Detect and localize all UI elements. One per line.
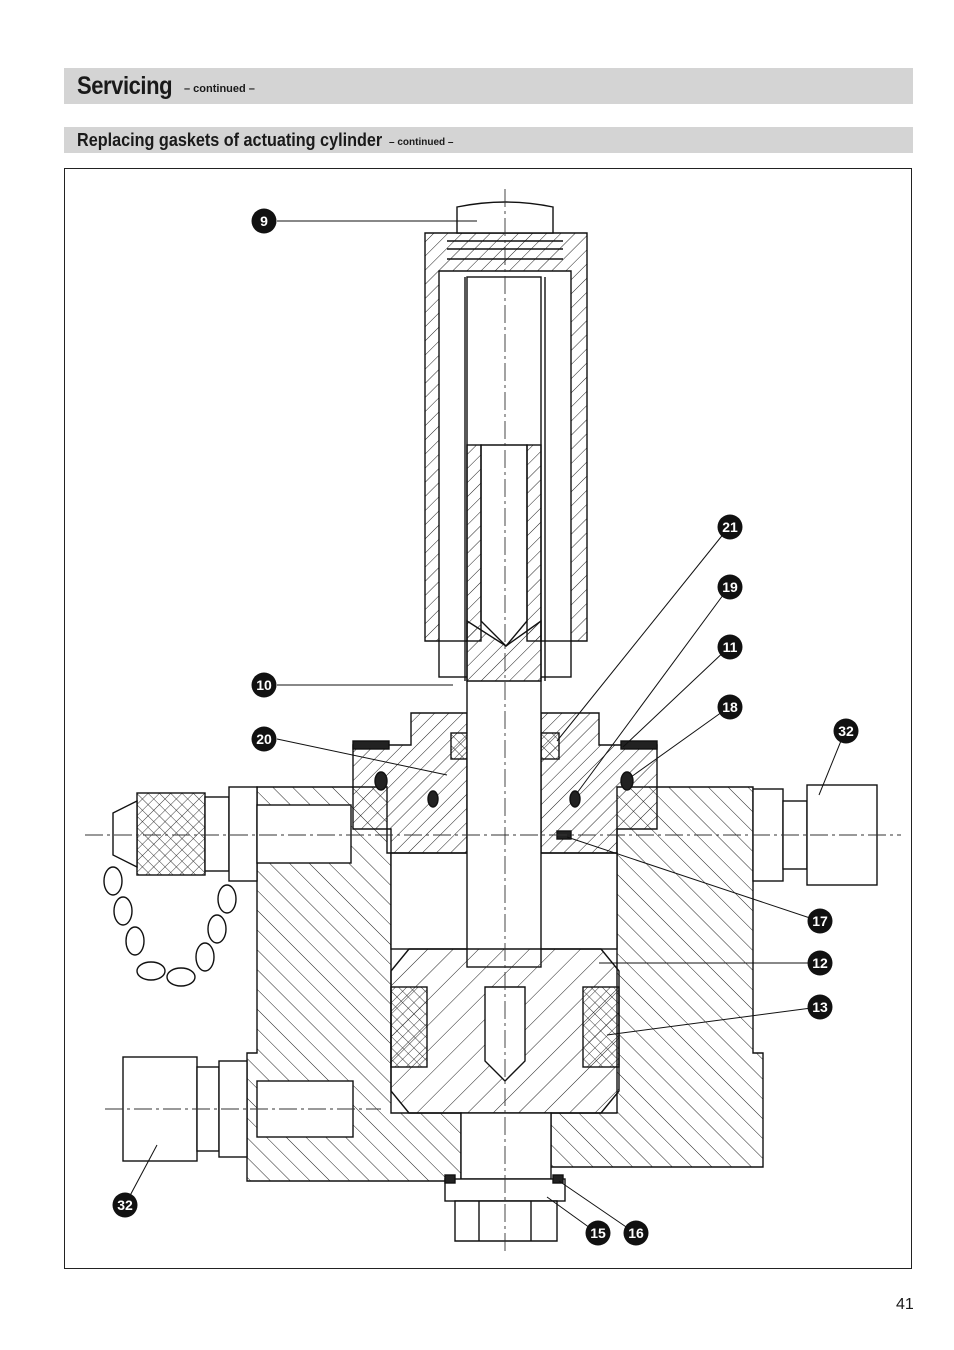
callout-21: 21 bbox=[717, 514, 743, 540]
svg-text:17: 17 bbox=[812, 913, 828, 929]
svg-text:18: 18 bbox=[722, 699, 738, 715]
svg-text:11: 11 bbox=[723, 639, 738, 655]
piston-rod bbox=[466, 276, 542, 968]
svg-text:32: 32 bbox=[117, 1197, 133, 1213]
section-title: Servicing bbox=[77, 72, 173, 100]
callout-16: 16 bbox=[623, 1220, 649, 1246]
callout-15: 15 bbox=[585, 1220, 611, 1246]
callout-32-right: 32 bbox=[833, 718, 859, 744]
svg-text:15: 15 bbox=[590, 1225, 606, 1241]
page-number: 41 bbox=[896, 1296, 914, 1313]
callout-11: 11 bbox=[717, 634, 743, 660]
callout-17: 17 bbox=[807, 908, 833, 934]
callout-9: 9 bbox=[251, 208, 277, 234]
section-header: Servicing – continued – bbox=[64, 68, 913, 104]
svg-text:16: 16 bbox=[628, 1225, 644, 1241]
technical-drawing-frame: 9 10 20 21 19 11 18 32 17 12 13 32 15 16 bbox=[64, 168, 912, 1269]
svg-text:20: 20 bbox=[256, 731, 272, 747]
callout-12: 12 bbox=[807, 950, 833, 976]
svg-text:10: 10 bbox=[256, 677, 272, 693]
svg-text:21: 21 bbox=[722, 519, 738, 535]
svg-text:19: 19 bbox=[722, 579, 738, 595]
callout-13: 13 bbox=[807, 994, 833, 1020]
svg-text:32: 32 bbox=[838, 723, 854, 739]
callout-32-left: 32 bbox=[112, 1192, 138, 1218]
left-upper-fitting bbox=[103, 786, 352, 987]
callout-10: 10 bbox=[251, 672, 277, 698]
svg-text:9: 9 bbox=[260, 213, 268, 229]
callout-20: 20 bbox=[251, 726, 277, 752]
callout-19: 19 bbox=[717, 574, 743, 600]
callout-badges: 9 10 20 21 19 11 18 32 17 12 13 32 15 16 bbox=[112, 208, 859, 1246]
subsection-title: Replacing gaskets of actuating cylinder bbox=[77, 130, 383, 150]
subsection-continued-note: – continued – bbox=[389, 137, 454, 148]
section-continued-note: – continued – bbox=[184, 83, 255, 95]
svg-text:13: 13 bbox=[812, 999, 828, 1015]
gland-cap bbox=[352, 712, 658, 854]
svg-text:12: 12 bbox=[812, 955, 828, 971]
callout-18: 18 bbox=[717, 694, 743, 720]
center-lines bbox=[85, 189, 901, 1251]
cylinder-cross-section-drawing: 9 10 20 21 19 11 18 32 17 12 13 32 15 16 bbox=[85, 189, 901, 1251]
subsection-header: Replacing gaskets of actuating cylinder … bbox=[64, 127, 913, 153]
